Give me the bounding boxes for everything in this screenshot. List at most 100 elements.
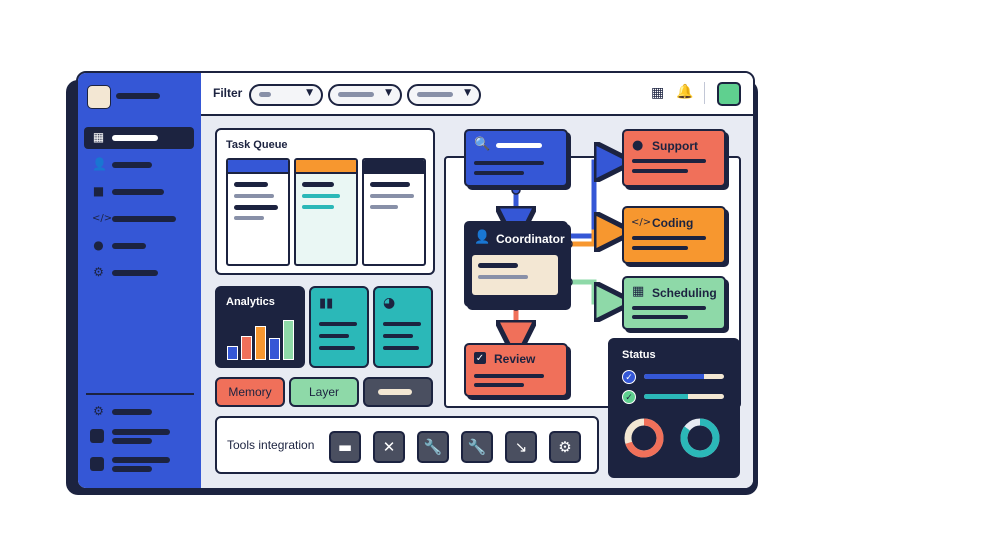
review-line: [474, 383, 524, 387]
column-header: [364, 160, 424, 174]
grid-icon[interactable]: ▦: [651, 85, 665, 101]
metric-card-bars[interactable]: ▮▮: [309, 286, 369, 368]
sidebar-item-label: [112, 135, 158, 141]
scheduling-node[interactable]: ▦ Scheduling: [622, 276, 726, 330]
app-logo: [87, 85, 111, 109]
folder-arrow-icon[interactable]: ↘: [505, 431, 537, 463]
tools-title: Tools integration: [227, 438, 315, 452]
search-line: [474, 161, 544, 165]
tools-icon[interactable]: ✕: [373, 431, 405, 463]
filter-label: Filter: [213, 86, 243, 100]
folder-icon[interactable]: ▬: [329, 431, 361, 463]
sidebar-item-label: [112, 162, 152, 168]
search-placeholder: [496, 143, 542, 148]
account-icon: [90, 429, 104, 443]
chevron-down-icon: ▼: [306, 88, 313, 98]
blank-chip[interactable]: [363, 377, 433, 407]
code-icon: </>: [92, 213, 113, 224]
pie-chart-icon: ◕: [383, 295, 396, 311]
task-line: [370, 194, 414, 198]
settings-icon: ⚙: [93, 404, 104, 418]
review-node[interactable]: ✓ Review: [464, 343, 568, 397]
task-column-1[interactable]: [226, 158, 290, 266]
calendar-icon: ▦: [632, 284, 645, 299]
review-line: [474, 374, 544, 378]
account-icon: [90, 457, 104, 471]
sidebar-item-label: [112, 429, 170, 435]
message-line: [478, 275, 528, 279]
support-line: [632, 169, 688, 173]
column-header: [228, 160, 288, 174]
support-node[interactable]: ● Support: [622, 129, 726, 187]
task-line: [234, 216, 264, 220]
sidebar-bottom-account-2[interactable]: [84, 453, 194, 479]
sidebar-item-folder[interactable]: ■: [84, 181, 194, 203]
headset-icon: ●: [632, 138, 644, 153]
settings-icon: ⚙: [93, 265, 104, 279]
sidebar-item-label: [112, 216, 176, 222]
sidebar-item-label: [112, 270, 158, 276]
sidebar-item-team[interactable]: ●: [84, 235, 194, 257]
filter-dropdown-2[interactable]: ▼: [328, 84, 402, 106]
scheduling-label: Scheduling: [652, 286, 717, 300]
sidebar-item-label: [112, 243, 146, 249]
avatar[interactable]: [717, 82, 741, 106]
memory-chip[interactable]: Memory: [215, 377, 285, 407]
layer-chip[interactable]: Layer: [289, 377, 359, 407]
wrench-icon[interactable]: 🔧: [417, 431, 449, 463]
status-progress-2: [644, 394, 724, 399]
metric-line: [319, 322, 357, 326]
coordinator-node[interactable]: 👤 Coordinator: [464, 221, 568, 307]
task-queue-title: Task Queue: [226, 139, 288, 151]
sidebar-item-dashboard[interactable]: ▦: [84, 127, 194, 149]
donut-fill-1: [624, 418, 664, 458]
task-line: [234, 205, 278, 210]
coding-label: Coding: [652, 216, 694, 230]
chevron-down-icon: ▼: [464, 88, 471, 98]
analytics-panel[interactable]: Analytics: [215, 286, 305, 368]
wrench-icon[interactable]: 🔧: [461, 431, 493, 463]
task-column-3[interactable]: [362, 158, 426, 266]
filter-dropdown-1[interactable]: ▼: [249, 84, 323, 106]
message-line: [478, 263, 518, 268]
sidebar-item-user[interactable]: 👤: [84, 154, 194, 176]
bell-icon[interactable]: 🔔: [676, 84, 694, 100]
folder-icon: ■: [92, 184, 105, 198]
metric-line: [319, 346, 355, 350]
metric-card-pie[interactable]: ◕: [373, 286, 433, 368]
sidebar-item-code[interactable]: </>: [84, 208, 194, 230]
progress-fill: [644, 394, 688, 399]
sidebar-divider: [86, 393, 194, 395]
sidebar-bottom-settings[interactable]: ⚙: [84, 401, 194, 423]
code-icon: </>: [631, 217, 652, 228]
metric-line: [319, 334, 349, 338]
support-label: Support: [652, 139, 698, 153]
task-line: [370, 205, 398, 209]
coding-node[interactable]: </> Coding: [622, 206, 726, 264]
filter-value: [338, 92, 374, 97]
scheduling-line: [632, 315, 688, 319]
status-donuts: [624, 418, 720, 458]
progress-fill: [644, 374, 704, 379]
team-icon: ●: [93, 238, 104, 252]
sidebar-item-label: [112, 457, 170, 463]
filter-dropdown-3[interactable]: ▼: [407, 84, 481, 106]
filter-value: [417, 92, 453, 97]
task-line: [302, 205, 334, 209]
sidebar-item-settings[interactable]: ⚙: [84, 262, 194, 284]
analytics-bar: [241, 336, 252, 360]
column-header: [296, 160, 356, 174]
sidebar-bottom-account-1[interactable]: [84, 425, 194, 451]
support-line: [632, 159, 706, 163]
coordinator-message: [472, 255, 558, 295]
gear-icon[interactable]: ⚙: [549, 431, 581, 463]
task-line: [302, 194, 340, 198]
analytics-bar-chart: [227, 318, 297, 360]
sidebar-item-label: [112, 409, 152, 415]
sidebar-item-sublabel: [112, 466, 152, 472]
task-line: [302, 182, 334, 187]
task-column-2[interactable]: [294, 158, 358, 266]
search-node[interactable]: 🔍: [464, 129, 568, 187]
user-icon: 👤: [92, 157, 107, 171]
filter-value: [259, 92, 271, 97]
